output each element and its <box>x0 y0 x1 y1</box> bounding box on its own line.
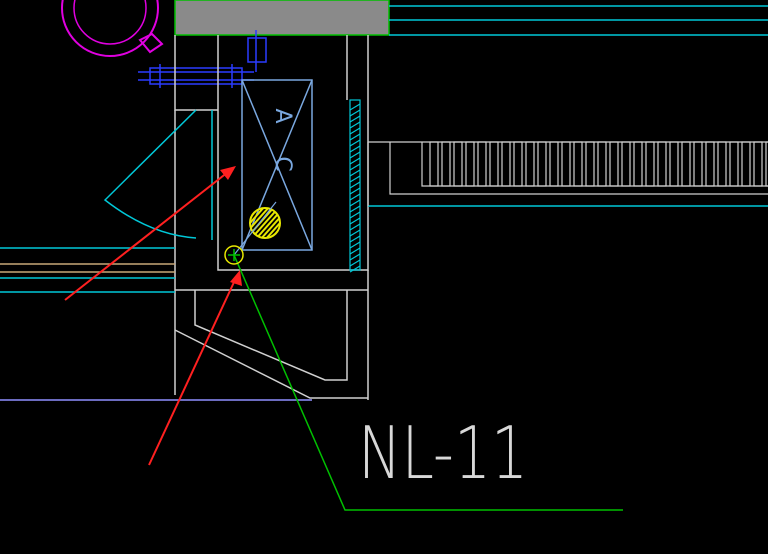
tan-lines <box>0 263 175 273</box>
hatch-line <box>349 187 361 195</box>
leader-connector <box>233 201 277 256</box>
blue-pipe-fittings <box>138 30 267 88</box>
hatch-line <box>349 121 361 129</box>
cyan-lines <box>0 109 768 293</box>
grille-bar <box>609 141 619 187</box>
hatch-line <box>349 193 361 201</box>
hatch-line <box>349 175 361 183</box>
hatch-line <box>349 139 361 147</box>
hatch-line <box>349 115 361 123</box>
hatch-line <box>349 229 361 237</box>
yellow-hatch-line <box>259 208 280 238</box>
hatch-line <box>349 181 361 189</box>
yellow-hatch-line <box>254 208 280 238</box>
grille-bar <box>465 141 475 187</box>
hatch-line <box>349 241 361 249</box>
magenta-fixture <box>61 0 164 57</box>
hatch-line <box>349 235 361 243</box>
grille-bar <box>429 141 439 187</box>
hatch-line <box>349 109 361 117</box>
hatch-line <box>349 205 361 213</box>
grille-bar <box>573 141 583 187</box>
grille-bar <box>669 141 679 187</box>
hatch-line <box>349 157 361 165</box>
grille-bar <box>705 141 715 187</box>
callout-label: NL-11 <box>358 411 528 495</box>
hatch-line <box>349 103 361 111</box>
top-right-lines <box>389 5 768 36</box>
grille <box>367 141 768 206</box>
wall-outline <box>174 35 369 400</box>
hatch-line <box>349 133 361 141</box>
grille-bar <box>621 141 631 187</box>
circle-drain-icon <box>224 245 244 265</box>
ac-label-a: A <box>270 108 295 123</box>
leader-line <box>233 254 623 511</box>
grille-bar <box>633 141 643 187</box>
grille-bar <box>525 141 535 187</box>
grille-bar <box>753 141 763 187</box>
hatch-line <box>349 217 361 225</box>
hatch-line <box>349 127 361 135</box>
yellow-hatch-line <box>250 208 266 238</box>
hatch-line <box>349 265 361 273</box>
ac-unit-icon <box>241 79 313 251</box>
grille-bar <box>681 141 691 187</box>
yellow-hatch-line <box>264 208 280 238</box>
grille-bar <box>537 141 547 187</box>
grille-bar <box>453 141 463 187</box>
hatch-line <box>349 199 361 207</box>
grille-bar <box>645 141 655 187</box>
grille-bar <box>717 141 727 187</box>
grille-bar <box>741 141 751 187</box>
hatch-line <box>349 169 361 177</box>
hatch-line <box>349 223 361 231</box>
grille-bar <box>513 141 523 187</box>
grille-bar <box>501 141 511 187</box>
hatch-line <box>349 151 361 159</box>
ac-label-c: C <box>270 156 295 171</box>
grille-bar <box>657 141 667 187</box>
hatched-column <box>349 99 361 273</box>
grille-bar <box>765 141 768 187</box>
yellow-hatch-line <box>250 208 271 238</box>
hatch-line <box>349 259 361 267</box>
grille-bar <box>693 141 703 187</box>
grille-bar <box>729 141 739 187</box>
hatch-line <box>349 145 361 153</box>
grille-bar <box>585 141 595 187</box>
hatch-line <box>349 163 361 171</box>
grille-bar <box>441 141 451 187</box>
grille-bar <box>489 141 499 187</box>
hatch-line <box>349 211 361 219</box>
hatch-line <box>349 253 361 261</box>
hatch-line <box>349 247 361 255</box>
grille-bar <box>597 141 607 187</box>
grille-bar <box>549 141 559 187</box>
grille-bar <box>561 141 571 187</box>
gray-block <box>174 0 390 36</box>
grille-bar <box>477 141 487 187</box>
red-arrow-upper <box>64 166 236 301</box>
red-arrow-lower <box>148 270 242 466</box>
